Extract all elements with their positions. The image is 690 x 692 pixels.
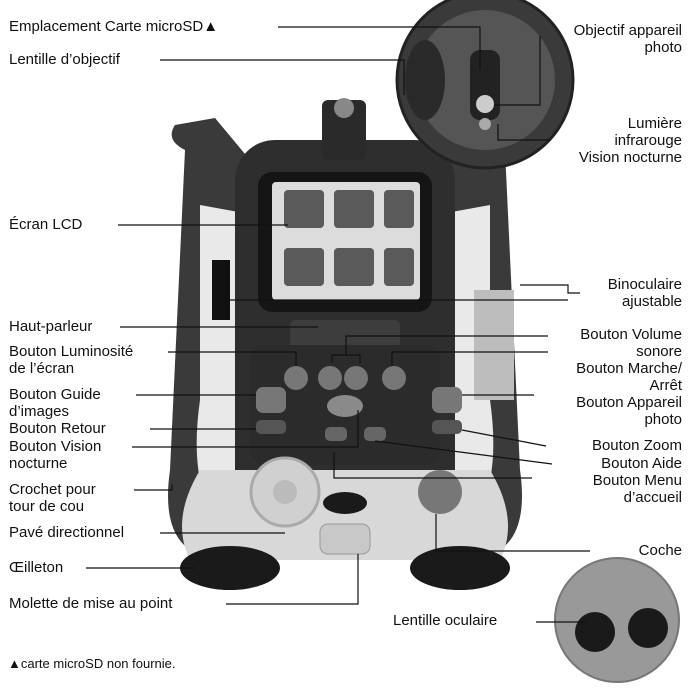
leader-hook [134, 484, 173, 491]
leader-microsd [278, 26, 481, 70]
label-guide-1: Bouton Guide [9, 386, 101, 403]
focus-wheel [319, 523, 371, 555]
screen-icon-4 [284, 248, 324, 286]
label-camera-objective-1: Objectif appareil [573, 22, 682, 39]
label-eyecup: Œilleton [9, 559, 64, 576]
btn-guide [256, 387, 286, 413]
leader-home [333, 452, 532, 479]
check-button [418, 470, 462, 514]
inset-eyepiece-left [575, 612, 615, 652]
label-eyepiece: Lentille oculaire [393, 612, 498, 629]
label-night-1: Bouton Vision [9, 438, 102, 455]
label-help: Bouton Aide [601, 455, 682, 472]
screen-icon-6 [384, 248, 414, 286]
label-volume-2: sonore [636, 343, 682, 360]
label-ir-1: Lumière [627, 115, 682, 132]
lens-block [322, 100, 366, 160]
label-back: Bouton Retour [9, 420, 106, 437]
btn-home [364, 427, 386, 441]
btn-vol-down [318, 366, 342, 390]
label-check: Coche [638, 542, 682, 559]
side-logo [474, 290, 514, 400]
label-zoom: Bouton Zoom [591, 437, 682, 454]
label-brightness-1: Bouton Luminosité [9, 343, 134, 360]
leader-power [391, 351, 548, 366]
inset-lens-left [405, 40, 445, 120]
label-objective-lens: Lentille d’objectif [9, 51, 120, 68]
btn-help [325, 427, 347, 441]
btn-brightness [284, 366, 308, 390]
inset-ir-light [479, 118, 491, 130]
label-hook-1: Crochet pour [9, 481, 96, 498]
leader-objective-lens [160, 59, 405, 95]
label-power-1: Bouton Marche/ [576, 360, 682, 377]
label-binocular-2: ajustable [621, 293, 682, 310]
leader-binocular-bracket [520, 284, 580, 294]
btn-night [327, 395, 363, 417]
label-home-1: Bouton Menu [592, 472, 682, 489]
label-power-2: Arrêt [649, 377, 682, 394]
label-hook-2: tour de cou [9, 498, 85, 515]
lens [334, 98, 354, 118]
leader-help [374, 440, 553, 465]
inset-bottom [554, 557, 680, 683]
btn-camera [432, 387, 462, 413]
footnote: ▲carte microSD non fournie. [8, 656, 176, 671]
leader-night [132, 410, 359, 448]
btn-zoom [432, 420, 462, 434]
footnote-text: carte microSD non fournie. [20, 656, 176, 671]
leader-zoom [461, 429, 547, 447]
inset-camera-lens [476, 95, 494, 113]
d-pad-center [273, 480, 297, 504]
screen-icon-1 [284, 190, 324, 228]
side-badge [212, 260, 230, 320]
label-night-2: nocturne [9, 455, 68, 472]
right-eyecup [410, 546, 510, 590]
label-home-2: d’accueil [623, 489, 682, 506]
label-camera-btn-1: Bouton Appareil [576, 394, 682, 411]
left-eyecup [180, 546, 280, 590]
label-guide-2: d’images [9, 403, 70, 420]
label-binocular-1: Binoculaire [607, 276, 682, 293]
leader-ir [497, 124, 550, 141]
leader-check [435, 514, 590, 552]
label-brightness-2: de l’écran [9, 360, 75, 377]
screen-icon-2 [334, 190, 374, 228]
label-lcd-screen: Écran LCD [9, 216, 83, 233]
footnote-marker: ▲ [8, 656, 21, 671]
btn-vol-up [344, 366, 368, 390]
label-volume-1: Bouton Volume [580, 326, 682, 343]
label-dpad: Pavé directionnel [9, 524, 125, 541]
label-speaker: Haut-parleur [9, 318, 93, 335]
leader-focus [226, 554, 359, 605]
label-camera-btn-2: photo [644, 411, 682, 428]
label-ir-2: infrarouge [614, 132, 682, 149]
leader-brightness [168, 351, 297, 366]
label-focus-wheel: Molette de mise au point [9, 595, 173, 612]
leader-volume [345, 335, 548, 355]
leader-lines [86, 26, 590, 623]
screen-icon-3 [384, 190, 414, 228]
btn-power [382, 366, 406, 390]
brand-oval [323, 492, 367, 514]
btn-back [256, 420, 286, 434]
label-ir-3: Vision nocturne [578, 149, 682, 166]
label-microsd-slot: Emplacement Carte microSD▲ [9, 18, 219, 35]
screen-icon-5 [334, 248, 374, 286]
leader-camera-objective [494, 36, 541, 106]
inset-eyepiece-right [628, 608, 668, 648]
label-camera-objective-2: photo [644, 39, 682, 56]
